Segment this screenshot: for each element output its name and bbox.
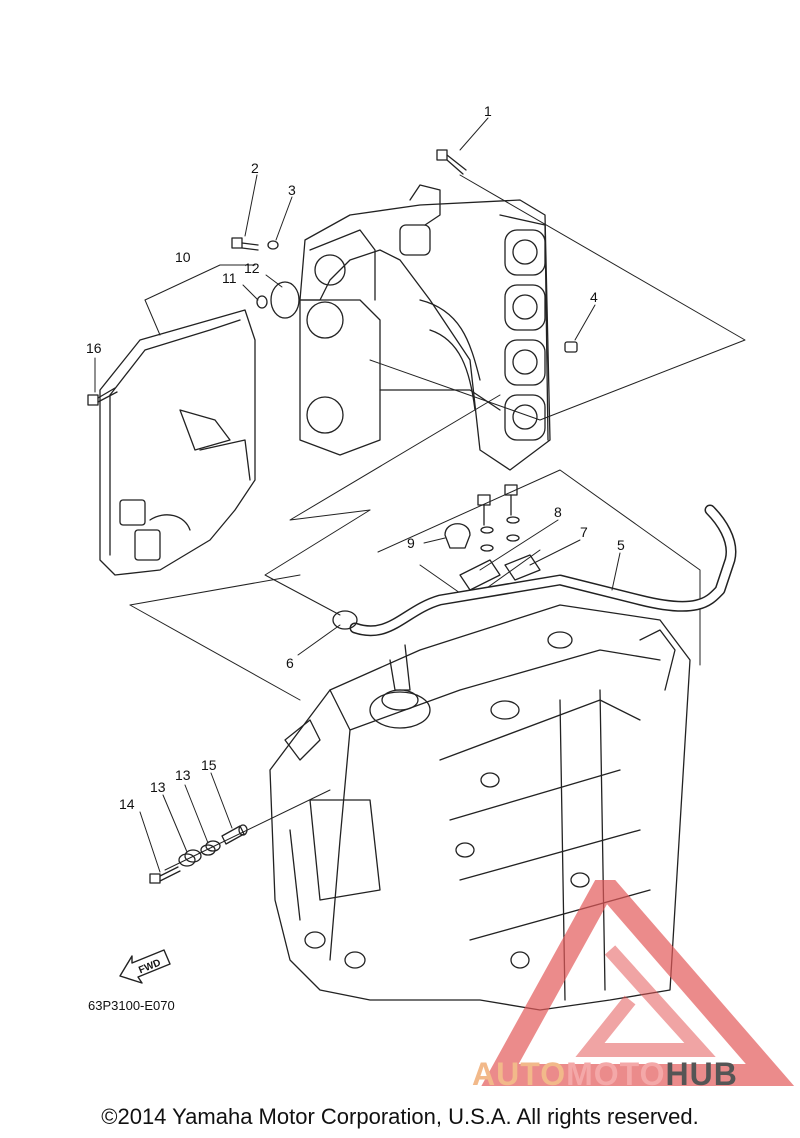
watermark-logo — [481, 880, 795, 1086]
callout-9: 9 — [407, 535, 415, 551]
callout-4: 4 — [590, 289, 598, 305]
watermark-text: AUTOMOTOHUB — [472, 1056, 738, 1093]
o-ring — [267, 240, 279, 250]
callout-14: 14 — [119, 796, 135, 812]
callout-7: 7 — [580, 524, 588, 540]
bolt-1 — [436, 149, 467, 175]
callout-1: 1 — [484, 103, 492, 119]
bolt-14 — [149, 866, 181, 884]
bolt-16 — [87, 387, 118, 406]
hose-holder — [459, 554, 541, 591]
bolt-2 — [231, 237, 259, 251]
callout-10: 10 — [175, 249, 191, 265]
callout-13b: 13 — [175, 767, 191, 783]
callout-5: 5 — [617, 537, 625, 553]
forward-arrow-icon: FWD — [119, 949, 171, 984]
callout-3: 3 — [288, 182, 296, 198]
callout-8: 8 — [554, 504, 562, 520]
collar-13a — [178, 849, 202, 867]
callout-leaders — [94, 117, 621, 873]
collar-15 — [221, 824, 248, 845]
watermark-text-auto: AUTO — [472, 1056, 567, 1092]
callout-6: 6 — [286, 655, 294, 671]
copyright-notice: ©2014 Yamaha Motor Corporation, U.S.A. A… — [101, 1104, 699, 1129]
dowel-pin-4 — [564, 341, 578, 353]
callout-13a: 13 — [150, 779, 166, 795]
sleeve — [256, 295, 268, 309]
hose-clamp — [332, 610, 358, 630]
collar-13b — [200, 840, 221, 856]
gasket — [270, 281, 300, 319]
intake-manifold — [299, 184, 551, 471]
watermark-text-hub: HUB — [665, 1056, 738, 1092]
intake-silencer — [99, 309, 256, 576]
callout-2: 2 — [251, 160, 259, 176]
drawing-code: 63P3100-E070 — [88, 998, 175, 1013]
wire-clamp — [444, 523, 471, 549]
callout-16: 16 — [86, 340, 102, 356]
watermark-text-moto: MOTO — [566, 1056, 666, 1092]
bolt-set-8 — [477, 484, 520, 552]
callout-15: 15 — [201, 757, 217, 773]
callout-12: 12 — [244, 260, 260, 276]
callout-11: 11 — [222, 270, 237, 286]
